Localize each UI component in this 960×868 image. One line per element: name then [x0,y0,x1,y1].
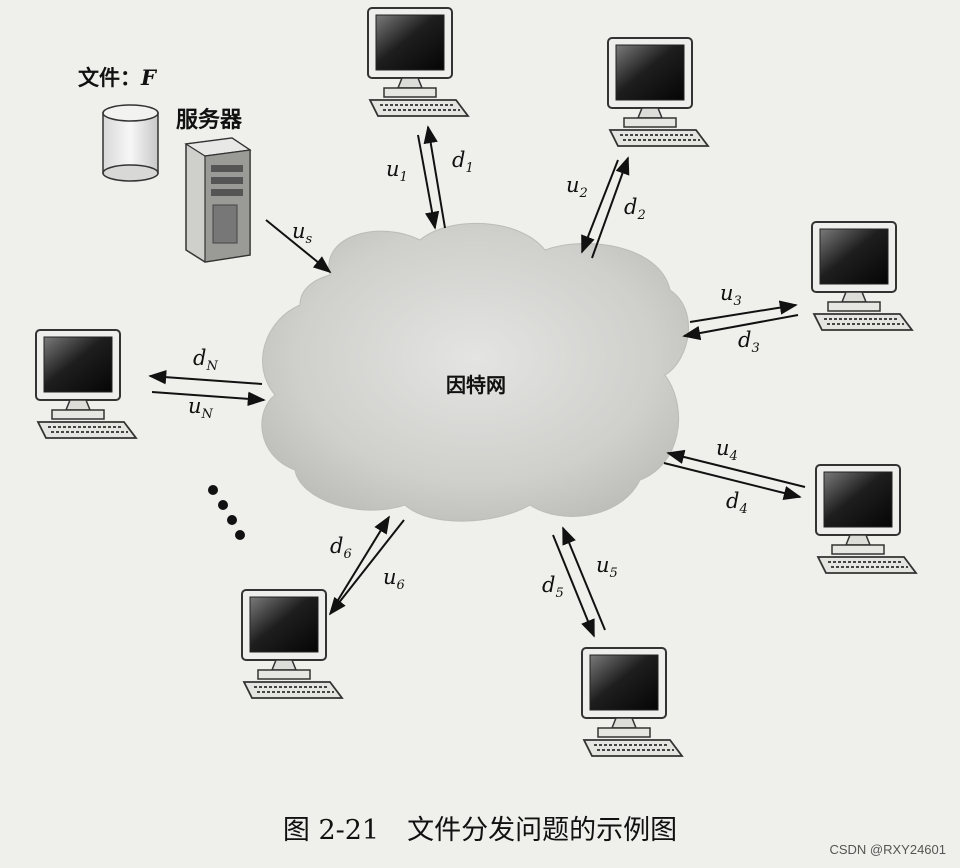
rate-label-u1: u1 [386,157,408,185]
internet-cloud: 因特网 [261,222,689,522]
rate-label-u3: u3 [720,281,742,309]
more-peers-ellipsis [208,485,245,540]
peer3-download-arrow [682,314,799,341]
watermark-credit: CSDN @RXY24601 [829,842,946,857]
figure-number: 图 2-21 [282,815,380,846]
rate-label-d5: d5 [542,573,564,601]
peer2-download-arrow [581,159,619,254]
peer-computer-n [35,329,137,439]
peer3-upload-arrow [689,300,798,323]
rate-label-u6: u6 [383,565,405,593]
peerN-upload-arrow [151,391,266,407]
rate-label-dN: dN [193,346,218,374]
rate-label-u4: u4 [716,436,738,464]
peer2-upload-arrow [591,156,630,259]
server-group: 文件：F 服务器 [78,65,252,263]
rate-label-d4: d4 [726,489,748,517]
peer1-upload-arrow [423,125,446,229]
cloud-label: 因特网 [446,373,506,397]
peer1-download-arrow [417,134,440,230]
rate-label-d1: d1 [452,148,474,176]
peer6-upload-arrow [334,515,390,606]
peer-computer-1 [367,7,469,117]
link-arrows [148,125,806,638]
rate-label-us: us [292,219,313,247]
rate-label-d2: d2 [624,195,646,223]
rate-label-d6: d6 [330,534,352,562]
rate-label-u2: u2 [566,173,588,201]
rate-label-u5: u5 [596,553,618,581]
server-upload-arrow [265,219,332,274]
peer6-download-arrow [328,519,405,616]
file-label: 文件：F [78,65,158,90]
rate-label-d3: d3 [738,328,760,356]
peer-computer-6 [241,589,343,699]
peer5-download-arrow [552,534,595,638]
rate-label-uN: uN [188,394,214,422]
server-label: 服务器 [176,107,243,133]
figure-caption: 图 2-21 文件分发问题的示例图 [0,808,960,847]
peer-computer-4 [815,464,917,574]
peer4-upload-arrow [666,449,806,488]
peer-computer-5 [581,647,683,757]
peer4-download-arrow [663,462,802,501]
peer-computer-2 [607,37,709,147]
file-distribution-diagram: 因特网 文件：F 服务器 [35,7,917,757]
peerN-download-arrow [148,369,263,385]
file-database-icon [102,104,159,182]
peer-computer-3 [811,221,913,331]
server-tower-icon [184,137,252,263]
peer5-upload-arrow [562,526,606,631]
figure-title: 文件分发问题的示例图 [407,815,678,846]
